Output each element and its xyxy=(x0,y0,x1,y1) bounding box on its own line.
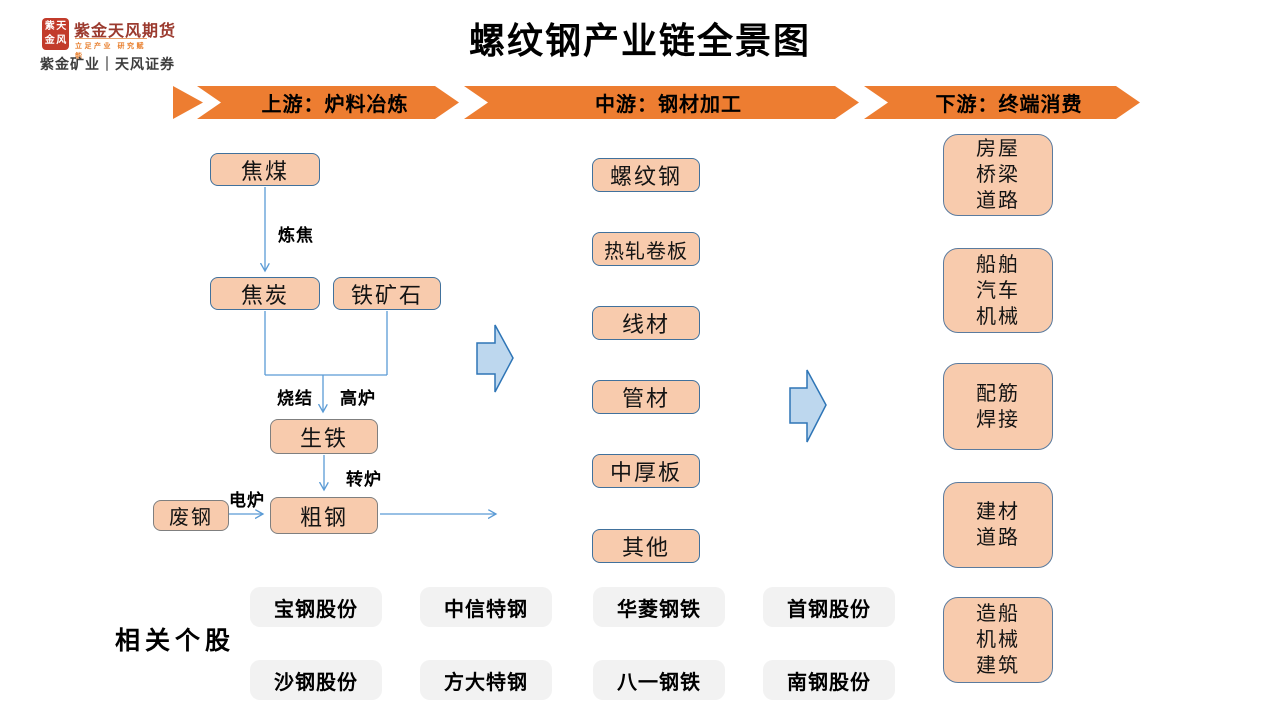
seal-char: 天 xyxy=(56,21,67,32)
edge-label-sintering: 烧结 xyxy=(277,389,313,408)
block-arrow-upstream-to-midstream xyxy=(476,324,514,393)
edge-label-blast-furnace: 高炉 xyxy=(340,389,376,408)
stock-pill-fangda: 方大特钢 xyxy=(420,660,552,700)
edge-label-converter: 转炉 xyxy=(346,470,382,489)
node-pig-iron: 生铁 xyxy=(270,419,378,454)
use-housing-bridge-road: 房屋 桥梁 道路 xyxy=(943,134,1053,216)
edge-label-coking: 炼焦 xyxy=(278,226,314,245)
brand-name: 紫金天风期货 xyxy=(74,23,177,40)
edge-label-electric-furnace: 电炉 xyxy=(229,491,265,510)
node-crude-steel: 粗钢 xyxy=(270,497,378,534)
product-other: 其他 xyxy=(592,529,700,563)
stock-pill-shougang: 首钢股份 xyxy=(763,587,895,627)
block-arrow-midstream-to-downstream xyxy=(789,369,827,443)
company-seal-icon: 紫 天 金 风 xyxy=(42,18,69,50)
use-shipbuilding-machinery-construction: 造船 机械 建筑 xyxy=(943,597,1053,683)
brand-slogan: 立足产业 研究赋能 xyxy=(75,38,147,61)
banner-upstream: 上游：炉料冶炼 xyxy=(197,86,459,119)
stock-pill-nangang: 南钢股份 xyxy=(763,660,895,700)
seal-char: 紫 xyxy=(44,21,55,32)
brand-partners: 紫金矿业｜天风证券 xyxy=(40,56,175,72)
node-iron-ore: 铁矿石 xyxy=(333,277,441,310)
banner-lead-chevron-icon xyxy=(173,86,203,119)
stock-pill-zhongxin: 中信特钢 xyxy=(420,587,552,627)
product-pipe: 管材 xyxy=(592,380,700,414)
banner-midstream: 中游：钢材加工 xyxy=(464,86,859,119)
stock-pill-shagang: 沙钢股份 xyxy=(250,660,382,700)
stock-pill-bayi: 八一钢铁 xyxy=(593,660,725,700)
use-reinforcement-welding: 配筋 焊接 xyxy=(943,363,1053,450)
product-hot-rolled-coil: 热轧卷板 xyxy=(592,232,700,266)
related-stocks-label: 相关个股 xyxy=(115,627,236,655)
product-rebar: 螺纹钢 xyxy=(592,158,700,192)
stock-pill-baogang: 宝钢股份 xyxy=(250,587,382,627)
stock-pill-hualing: 华菱钢铁 xyxy=(593,587,725,627)
node-scrap-steel: 废钢 xyxy=(153,500,229,531)
node-coke: 焦炭 xyxy=(210,277,320,310)
seal-char: 风 xyxy=(56,35,67,46)
node-coking-coal: 焦煤 xyxy=(210,153,320,186)
page-title: 螺纹钢产业链全景图 xyxy=(468,20,811,61)
use-building-material-road: 建材 道路 xyxy=(943,482,1053,568)
seal-char: 金 xyxy=(44,35,55,46)
product-medium-plate: 中厚板 xyxy=(592,454,700,488)
banner-downstream: 下游：终端消费 xyxy=(864,86,1140,119)
product-wire-rod: 线材 xyxy=(592,306,700,340)
use-ship-auto-machinery: 船舶 汽车 机械 xyxy=(943,248,1053,333)
